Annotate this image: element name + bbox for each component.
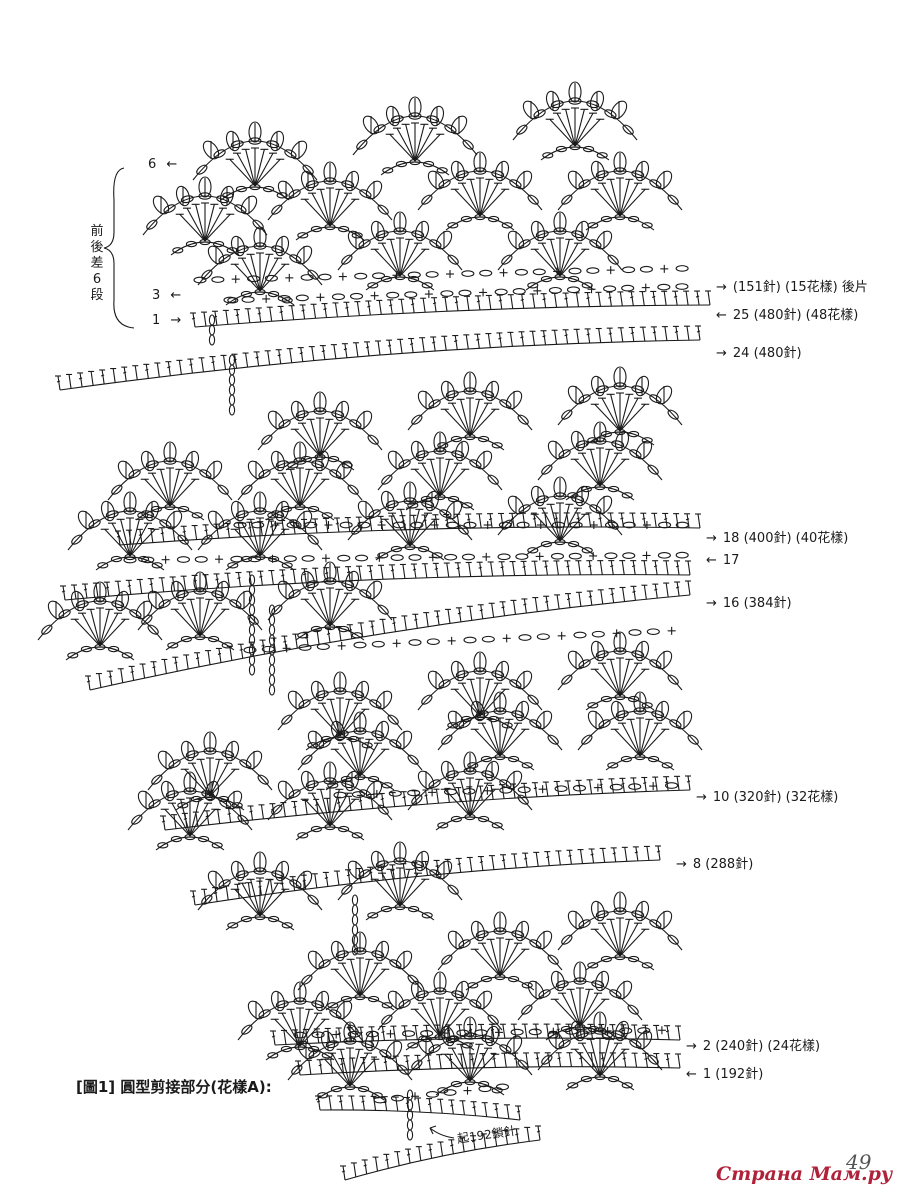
arrow-left-icon: ← (706, 553, 717, 568)
left-row-number: 3 (152, 288, 161, 303)
row-label-text: 2 (240針) (24花樣) (702, 1039, 821, 1054)
page-number: 49 (846, 1150, 872, 1174)
arrow-right-icon: → (706, 596, 717, 611)
arrow-left-icon: ← (686, 1067, 697, 1082)
row-label-text: 24 (480針) (732, 346, 802, 361)
right-row-label-back-piece: → (151針) (15花樣) 後片 (716, 276, 868, 295)
row-difference-note: 前後差6段 (90, 224, 104, 303)
arrow-right-icon: → (686, 1039, 697, 1054)
row-label-text: 10 (320針) (32花樣) (712, 790, 839, 805)
right-row-label-18: → 18 (400針) (40花樣) (706, 527, 848, 546)
arrow-right-icon: → (696, 790, 707, 805)
arrow-left-icon: ← (166, 157, 178, 172)
right-row-label-1: ← 1 (192針) (686, 1063, 763, 1082)
right-row-label-10: → 10 (320針) (32花樣) (696, 786, 838, 805)
arrow-right-icon: → (676, 857, 687, 872)
row-label-text: 25 (480針) (48花樣) (732, 308, 859, 323)
row-label-text: 8 (288針) (692, 857, 754, 872)
row-label-text: 18 (400針) (40花樣) (722, 531, 849, 546)
row-label-text: 1 (192針) (702, 1067, 764, 1082)
arrow-right-icon: → (706, 531, 717, 546)
row-label-text: 17 (722, 553, 740, 568)
right-row-label-8: → 8 (288針) (676, 853, 753, 872)
arrow-right-icon: → (170, 313, 182, 328)
arrow-right-icon: → (716, 280, 727, 295)
left-row-label-3: 3 ← (152, 288, 181, 303)
right-row-label-2: → 2 (240針) (24花樣) (686, 1035, 820, 1054)
arrow-left-icon: ← (716, 308, 727, 323)
arrow-left-icon: ← (170, 288, 182, 303)
figure-title: [圖1] 圓型剪接部分(花樣A): (76, 1078, 272, 1096)
left-row-number: 6 (148, 157, 157, 172)
row-label-text: 16 (384針) (722, 596, 792, 611)
right-row-label-16: → 16 (384針) (706, 592, 792, 611)
right-row-label-17: ← 17 (706, 553, 739, 568)
left-row-label-6: 6 ← (148, 157, 177, 172)
row-label-text: (151針) (15花樣) 後片 (732, 280, 868, 295)
left-row-number: 1 (152, 313, 161, 328)
site-watermark: Страна Мам.ру (716, 1163, 893, 1185)
left-row-label-1: 1 → (152, 313, 181, 328)
right-row-label-25: ← 25 (480針) (48花樣) (716, 304, 858, 323)
arrow-right-icon: → (716, 346, 727, 361)
right-row-label-24: → 24 (480針) (716, 342, 802, 361)
